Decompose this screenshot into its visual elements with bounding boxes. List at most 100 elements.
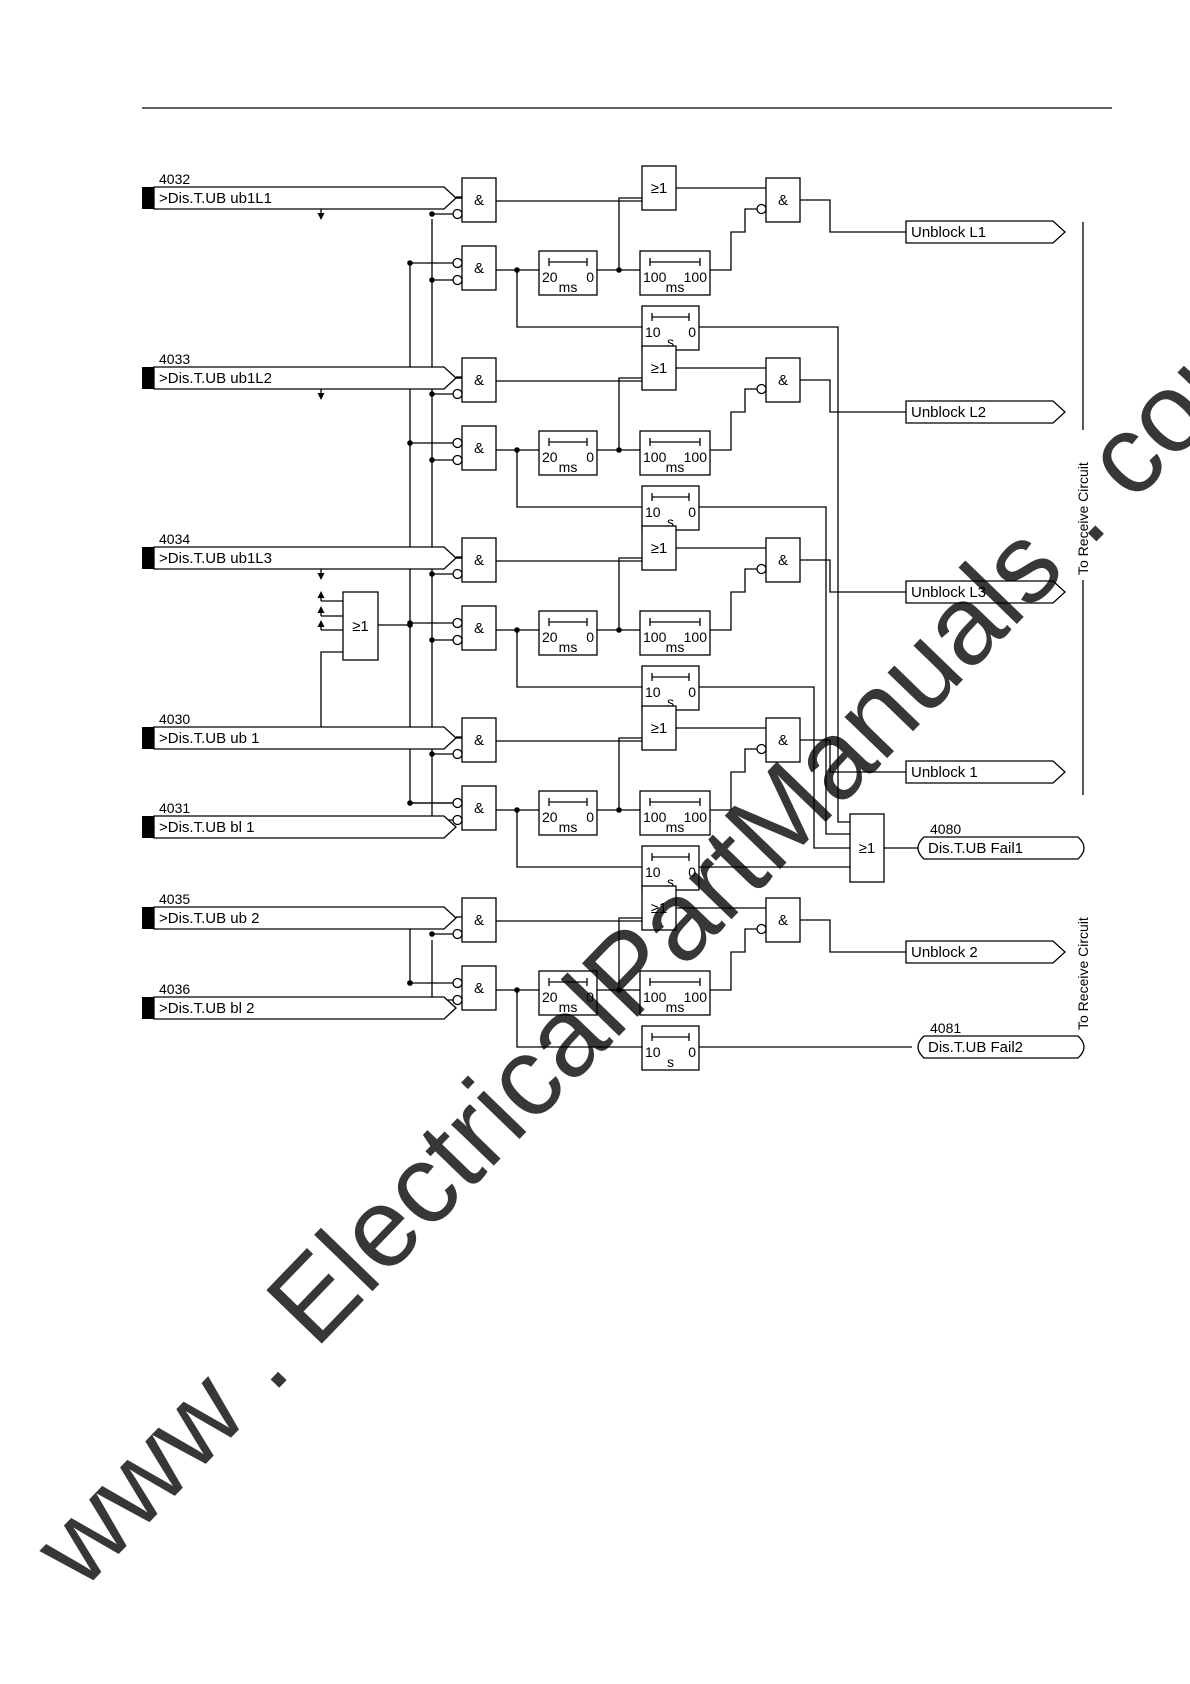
wire [710,748,757,811]
wire [320,651,343,738]
negation-circle [452,797,463,809]
in-bl2-label: >Dis.T.UB bl 2 [159,1000,254,1017]
and-b-symbol: & [474,620,484,637]
timer-20ms-pickup: 20 [542,449,558,465]
and-a-box [461,717,497,763]
and-out-symbol: & [778,912,788,929]
negation-circle [452,208,463,220]
timer-100ms-pickup: 100 [643,809,667,825]
in-bl2-terminal [153,996,457,1020]
msg-fail2-terminal [917,1035,1085,1059]
out-1-terminal [905,760,1066,784]
and-b-box [461,425,497,471]
in-ub1l2-marker [142,367,154,389]
timer-10s-dropout: 0 [688,684,696,700]
negation-circle [756,563,767,575]
timer-100ms-box [639,610,711,656]
arrow-down [317,213,325,220]
and-a-box [461,537,497,583]
wire [699,506,850,835]
and-out-box [765,177,801,223]
arrow-up [317,591,325,598]
timer-10s-pickup: 10 [645,864,661,880]
and-a-symbol: & [474,372,484,389]
and-out-box [765,537,801,583]
timer-10s-dropout: 0 [688,504,696,520]
timer-20ms-dropout: 0 [586,269,594,285]
wire [516,630,642,688]
wire [618,917,642,990]
or-gate-symbol: ≥1 [651,720,668,737]
in-ub2-number: 4035 [159,891,190,907]
timer-100ms-unit: ms [666,999,685,1015]
out-l3-label: Unblock L3 [911,584,986,601]
or-gate-symbol: ≥1 [651,180,668,197]
wire [699,326,850,823]
or-gate-box [641,345,677,391]
timer-100ms-pickup: 100 [643,269,667,285]
timer-100ms-dropout: 100 [684,629,708,645]
in-ub1-number: 4030 [159,711,190,727]
arrow-down [317,573,325,580]
in-ub1l3-number: 4034 [159,531,190,547]
negation-circle [452,928,463,940]
timer-100ms-box [639,970,711,1016]
timer-20ms-dropout: 0 [586,809,594,825]
negation-circle [756,203,767,215]
in-bl1-number: 4031 [159,800,190,816]
negation-circle [756,743,767,755]
negation-circle [452,617,463,629]
or-gate-symbol: ≥1 [651,540,668,557]
timer-10s-unit: s [667,334,674,350]
timer-100ms-pickup: 100 [643,989,667,1005]
wire [800,739,906,773]
timer-10s-unit: s [667,694,674,710]
or-gate-box [641,525,677,571]
wire [800,379,906,413]
in-ub1l1-terminal [153,186,457,210]
negation-circle [452,454,463,466]
and-out-box [765,717,801,763]
and-out-symbol: & [778,552,788,569]
timer-10s-dropout: 0 [688,324,696,340]
junction-dot [429,931,435,937]
side-label-upper: To Receive Circuit [1075,462,1091,575]
and-b-symbol: & [474,800,484,817]
wire [618,197,642,270]
negation-circle [452,568,463,580]
wire [618,557,642,630]
timer-20ms-pickup: 20 [542,809,558,825]
junction-dot [407,980,413,986]
arrow-down [317,393,325,400]
msg-fail1-terminal [917,836,1085,860]
wire [800,559,906,593]
and-a-symbol: & [474,192,484,209]
arrow-up [317,620,325,627]
negation-circle [452,388,463,400]
negation-circle [452,748,463,760]
arrow-up [317,606,325,613]
timer-100ms-dropout: 100 [684,809,708,825]
or-gate-symbol: ≥1 [651,900,668,917]
timer-100ms-unit: ms [666,639,685,655]
timer-20ms-pickup: 20 [542,269,558,285]
timer-100ms-dropout: 100 [684,269,708,285]
junction-dot [429,211,435,217]
timer-20ms-dropout: 0 [586,629,594,645]
out-2-label: Unblock 2 [911,944,978,961]
negation-circle [452,437,463,449]
in-ub1l2-terminal [153,366,457,390]
timer-100ms-dropout: 100 [684,449,708,465]
in-ub1l1-label: >Dis.T.UB ub1L1 [159,190,272,207]
negation-circle [756,923,767,935]
out-2-terminal [905,940,1066,964]
wire [710,208,757,271]
in-ub1-terminal [153,726,457,750]
in-bl1-marker [142,816,154,838]
or-gate-symbol: ≥1 [651,360,668,377]
or-ub1-combine-symbol: ≥1 [352,618,369,635]
timer-20ms-dropout: 0 [586,449,594,465]
